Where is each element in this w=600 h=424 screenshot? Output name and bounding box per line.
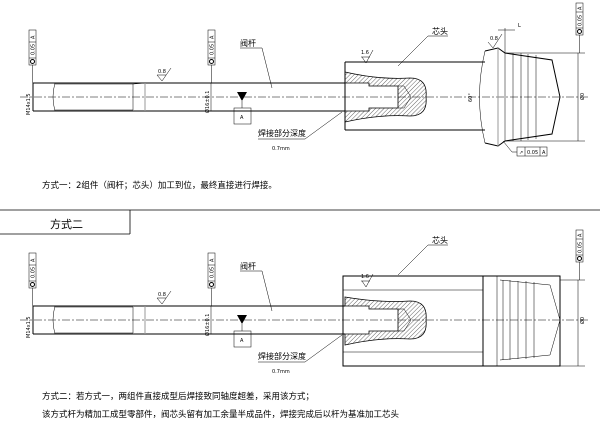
svg-text:方式二: 方式二 bbox=[50, 217, 83, 231]
svg-text:A: A bbox=[31, 258, 37, 262]
svg-text:M14x1.5: M14x1.5 bbox=[26, 93, 32, 115]
valve-stem: M14x1.5 Ø16±0.1 0.8 bbox=[20, 67, 590, 115]
svg-text:0.8: 0.8 bbox=[158, 69, 166, 75]
svg-text:芯头: 芯头 bbox=[432, 26, 448, 36]
valve-core-head-blank: Ø0 1.6 bbox=[342, 273, 586, 367]
svg-text:0.05: 0.05 bbox=[578, 15, 584, 26]
svg-text:0.7mm: 0.7mm bbox=[272, 146, 290, 152]
datum-a: A bbox=[233, 315, 252, 348]
svg-text:A: A bbox=[542, 150, 546, 156]
coaxiality-frame-right: 0.05 A bbox=[575, 2, 584, 53]
svg-text:L: L bbox=[518, 23, 521, 29]
svg-text:1.6: 1.6 bbox=[361, 50, 369, 56]
svg-text:芯头: 芯头 bbox=[432, 235, 448, 245]
datum-a: A bbox=[233, 92, 252, 125]
svg-text:阀杆: 阀杆 bbox=[240, 261, 256, 271]
svg-text:焊接部分深度: 焊接部分深度 bbox=[258, 351, 306, 361]
svg-text:0.05: 0.05 bbox=[578, 242, 584, 253]
runout-frame: ↗ 0.05 A bbox=[502, 140, 548, 157]
method1-drawing: 0.05 A 0.05 A 0.05 A bbox=[20, 2, 590, 191]
method2-drawing: 0.05 A 0.05 A 0.05 A M bbox=[20, 229, 590, 420]
svg-text:60°: 60° bbox=[468, 93, 474, 102]
head-label: 芯头 bbox=[397, 26, 448, 67]
coaxiality-frame-left: 0.05 A bbox=[28, 29, 37, 83]
svg-text:A: A bbox=[210, 35, 216, 39]
svg-text:0.05: 0.05 bbox=[31, 267, 37, 278]
stem-label: 阀杆 bbox=[240, 38, 273, 89]
svg-text:0.8: 0.8 bbox=[158, 292, 166, 298]
svg-text:0.05: 0.05 bbox=[31, 44, 37, 55]
coaxiality-frame-mid: 0.05 A bbox=[207, 29, 216, 83]
svg-text:A: A bbox=[240, 115, 244, 121]
method1-caption: 方式一：2组件（阀杆；芯头）加工到位，最终直接进行焊接。 bbox=[42, 180, 277, 191]
valve-stem: M14x1.5 Ø16±0.1 0.8 bbox=[20, 290, 590, 338]
head-label: 芯头 bbox=[397, 235, 448, 276]
svg-text:Ø0: Ø0 bbox=[579, 317, 586, 324]
svg-text:0.05: 0.05 bbox=[210, 44, 216, 55]
svg-text:0.05: 0.05 bbox=[210, 267, 216, 278]
svg-text:Ø0: Ø0 bbox=[579, 93, 586, 100]
svg-text:A: A bbox=[578, 6, 584, 10]
svg-text:1.6: 1.6 bbox=[361, 274, 369, 280]
weld-depth-label: 焊接部分深度 0.7mm bbox=[258, 334, 343, 375]
weld-depth-label: 焊接部分深度 0.7mm bbox=[258, 111, 343, 152]
method2-caption-line1: 方式二：若方式一，两组件直接成型后焊接致同轴度超差，采用该方式； bbox=[42, 391, 314, 402]
svg-text:0.05: 0.05 bbox=[527, 150, 538, 156]
svg-text:A: A bbox=[578, 233, 584, 237]
stem-label: 阀杆 bbox=[240, 261, 273, 312]
svg-text:0.8: 0.8 bbox=[490, 36, 498, 42]
coaxiality-frame-mid: 0.05 A bbox=[207, 252, 216, 306]
svg-text:A: A bbox=[240, 338, 244, 344]
svg-text:阀杆: 阀杆 bbox=[240, 38, 256, 48]
method2-header: 方式二 bbox=[0, 209, 600, 235]
valve-core-head: Ø0 60° L 0.8 1.6 bbox=[344, 23, 586, 147]
svg-text:Ø16±0.1: Ø16±0.1 bbox=[204, 91, 211, 113]
svg-text:0.7mm: 0.7mm bbox=[272, 369, 290, 375]
svg-text:↗: ↗ bbox=[519, 150, 523, 156]
svg-text:M14x1.5: M14x1.5 bbox=[26, 316, 32, 338]
coaxiality-frame-left: 0.05 A bbox=[28, 252, 37, 306]
svg-text:焊接部分深度: 焊接部分深度 bbox=[258, 128, 306, 138]
svg-text:A: A bbox=[31, 35, 37, 39]
svg-text:Ø16±0.1: Ø16±0.1 bbox=[204, 314, 211, 336]
coaxiality-frame-right: 0.05 A bbox=[575, 229, 584, 280]
svg-text:A: A bbox=[210, 258, 216, 262]
method2-caption-line2: 该方式杆为精加工成型零部件，阀芯头留有加工余量半成品件，焊接完成后以杆为基准加工… bbox=[42, 409, 400, 420]
